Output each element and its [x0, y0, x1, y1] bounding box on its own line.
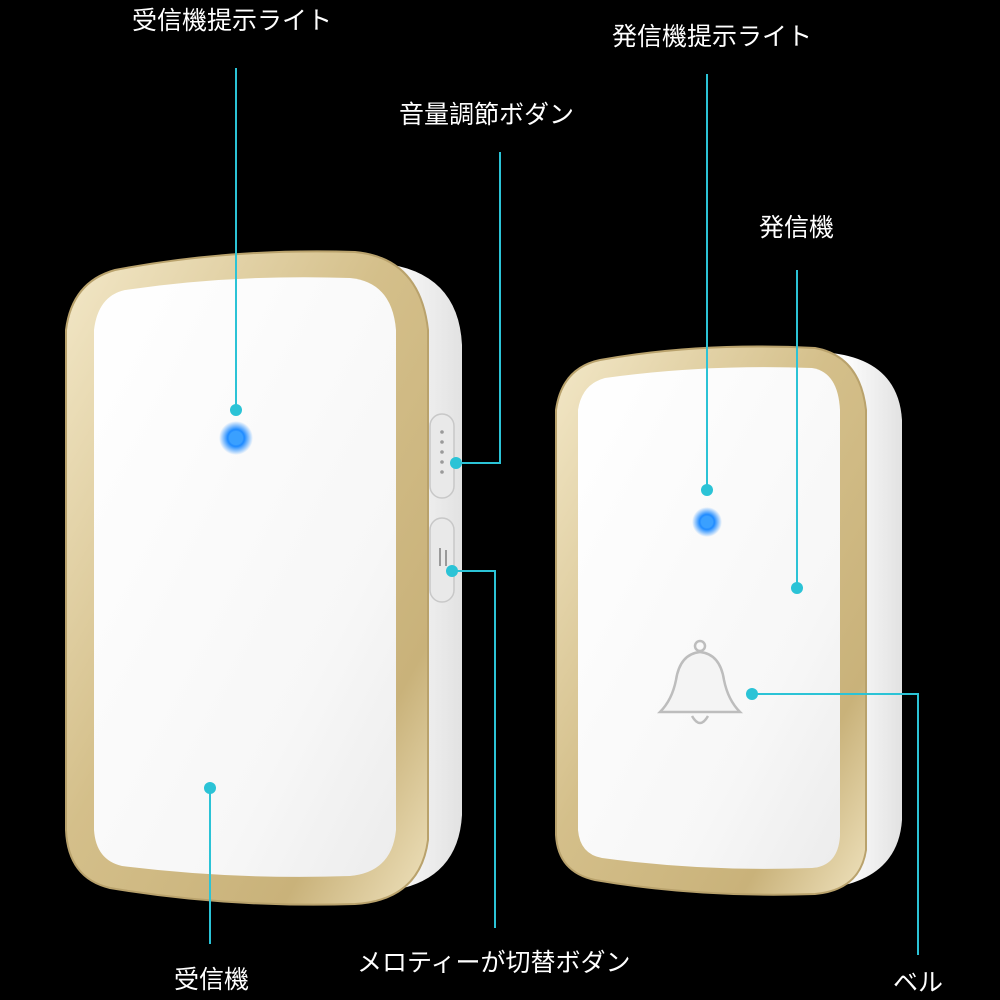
volume-button-label: 音量調節ボダン — [399, 100, 575, 129]
callout-dots — [204, 404, 803, 794]
melody-switch-button[interactable] — [429, 517, 455, 603]
transmitter-label: 発信機 — [759, 213, 835, 242]
transmitter-unit — [555, 345, 902, 896]
transmitter-light-label: 発信機提示ライト — [612, 22, 813, 51]
receiver-unit — [65, 250, 462, 906]
receiver-label: 受信機 — [174, 965, 250, 994]
callout-lines — [209, 68, 919, 955]
melody-button-label: メロティーが切替ボダン — [357, 948, 631, 977]
volume-button[interactable] — [429, 413, 455, 499]
bell-label: ベル — [893, 968, 944, 997]
receiver-light-label: 受信機提示ライト — [132, 6, 333, 35]
bell-icon[interactable] — [656, 639, 744, 725]
